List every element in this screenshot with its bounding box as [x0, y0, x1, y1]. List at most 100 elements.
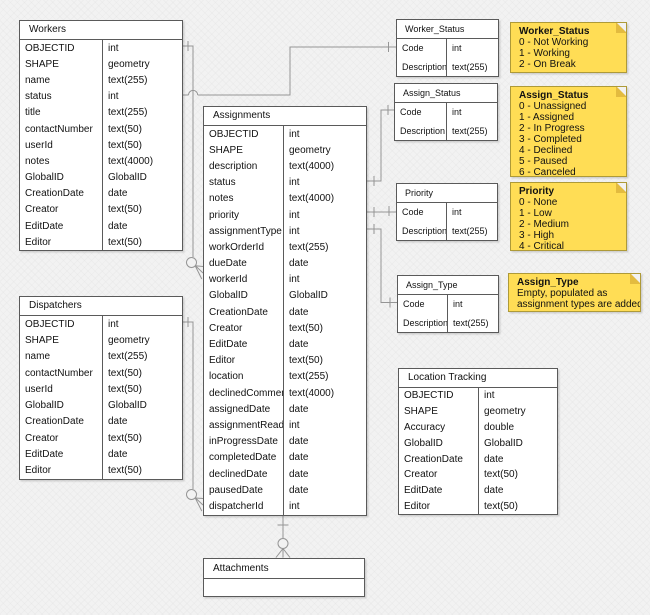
field-type: text(50) — [108, 465, 142, 477]
field-type: date — [484, 453, 504, 465]
field-type: int — [289, 177, 300, 189]
connector-assignments-assign-type — [367, 224, 397, 308]
field-name: Editor — [20, 234, 103, 251]
note-line: 1 - Working — [519, 48, 570, 59]
table-title: Workers — [20, 21, 182, 40]
field-name: CreationDate — [20, 413, 103, 431]
field-name: dispatcherId — [204, 498, 284, 515]
field-type: GlobalID — [289, 290, 328, 302]
field-row: Accuracy double — [399, 419, 557, 436]
field-type: text(50) — [484, 469, 518, 481]
field-type: date — [289, 468, 309, 480]
connector-workers-assignments — [183, 41, 204, 280]
field-type: text(255) — [289, 371, 329, 383]
note-title: Assign_Status — [519, 90, 589, 101]
field-type: date — [289, 484, 309, 496]
connector-assignments-priority — [367, 206, 396, 217]
field-name: SHAPE — [20, 56, 103, 73]
field-name: userId — [20, 137, 103, 154]
note-line: Empty, populated as — [517, 288, 608, 299]
field-type: GlobalID — [108, 172, 147, 184]
field-name: assignmentRead — [204, 417, 284, 434]
connector-assignments-assign-status — [367, 105, 394, 186]
field-name: CreationDate — [399, 451, 479, 467]
field-row: SHAPE geometry — [204, 142, 366, 159]
field-name: name — [20, 348, 103, 365]
field-name: Code — [395, 103, 447, 122]
field-name: Code — [397, 203, 447, 222]
note-line: 0 - None — [519, 197, 558, 208]
field-type: int — [108, 91, 119, 103]
field-name: Description — [397, 57, 447, 76]
field-type: geometry — [289, 144, 331, 156]
field-name: EditDate — [20, 446, 103, 463]
note-line: 1 - Assigned — [519, 112, 575, 123]
field-row: Creator text(50) — [399, 466, 557, 483]
field-name: assignmentType — [204, 223, 284, 240]
field-type: text(4000) — [108, 155, 154, 167]
field-name: EditDate — [20, 218, 103, 235]
table-title: Assignments — [204, 107, 366, 126]
field-name: SHAPE — [204, 142, 284, 159]
field-type: text(255) — [453, 317, 489, 328]
field-type: date — [289, 436, 309, 448]
note-line: 2 - Medium — [519, 219, 570, 230]
field-name: GlobalID — [20, 397, 103, 414]
field-type: text(255) — [452, 125, 488, 136]
field-type: text(255) — [108, 74, 148, 86]
field-type: int — [452, 207, 462, 218]
field-row: dispatcherId int — [204, 498, 366, 515]
field-name: pausedDate — [204, 482, 284, 499]
note-title: Assign_Type — [517, 277, 579, 288]
field-name: Code — [397, 39, 447, 58]
field-type: geometry — [484, 406, 526, 418]
field-type: GlobalID — [484, 437, 523, 449]
field-name: Accuracy — [399, 419, 479, 436]
field-type: int — [289, 500, 300, 512]
field-type: int — [289, 419, 300, 431]
field-type: int — [484, 390, 495, 402]
field-row: pausedDate date — [204, 482, 366, 499]
field-type: double — [484, 421, 515, 433]
connector-dispatchers-assignments — [183, 317, 204, 512]
note-line: 6 - Canceled — [519, 167, 576, 177]
note-line: assignment types are added — [517, 299, 641, 310]
field-name: Creator — [399, 466, 479, 483]
field-name: Creator — [20, 201, 103, 219]
field-row: assignmentRead int — [204, 417, 366, 434]
field-type: int — [453, 299, 463, 310]
field-name: OBJECTID — [204, 126, 284, 143]
note-line: 0 - Not Working — [519, 37, 589, 48]
field-type: text(4000) — [289, 387, 335, 399]
field-name: workOrderId — [204, 239, 284, 256]
